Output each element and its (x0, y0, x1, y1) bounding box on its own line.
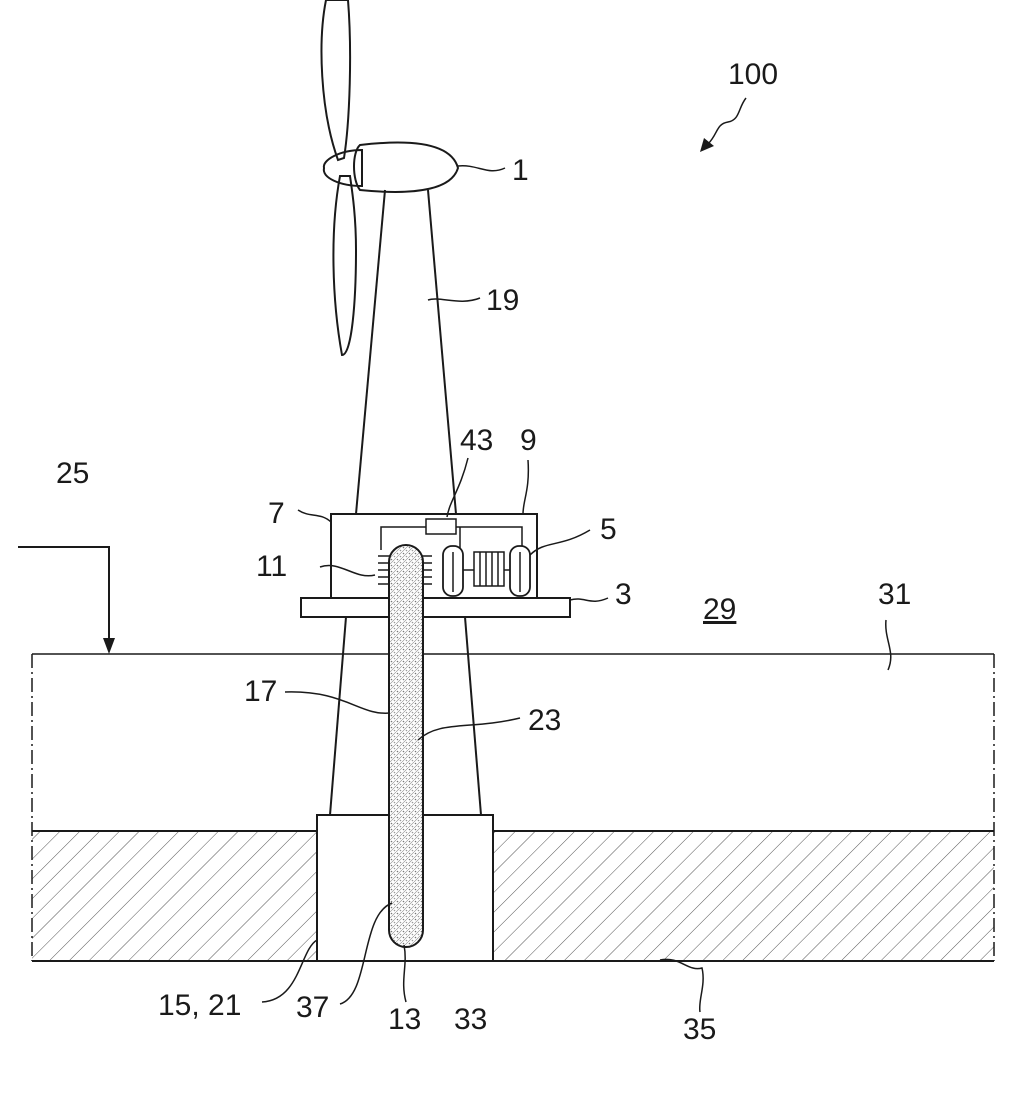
platform (301, 598, 570, 617)
label-foundation: 15, 21 (158, 989, 241, 1022)
tower-upper (356, 190, 456, 514)
label-housing-left: 7 (268, 497, 285, 530)
label-system: 100 (728, 58, 778, 91)
arrow-25 (18, 547, 115, 654)
cable-rod (389, 545, 423, 947)
label-water: 31 (878, 578, 911, 611)
label-end: 13 (388, 1003, 421, 1036)
label-housing-right: 9 (520, 424, 537, 457)
rotor-blades (322, 0, 356, 355)
label-seabed: 35 (683, 1013, 716, 1046)
seabed-region (32, 831, 994, 961)
label-air: 29 (703, 593, 736, 626)
label-arrow: 25 (56, 457, 89, 490)
label-cable-bend: 37 (296, 991, 329, 1024)
label-controller: 43 (460, 424, 493, 457)
arrow-100 (700, 98, 746, 152)
label-cable-inner: 23 (528, 704, 561, 737)
label-pile: 33 (454, 1003, 487, 1036)
label-platform: 3 (615, 578, 632, 611)
label-drive: 11 (256, 550, 287, 583)
label-nacelle: 1 (512, 154, 529, 187)
nacelle (324, 143, 458, 192)
label-tower: 19 (486, 284, 519, 317)
label-cable-outer: 17 (244, 675, 277, 708)
label-winch: 5 (600, 513, 617, 546)
